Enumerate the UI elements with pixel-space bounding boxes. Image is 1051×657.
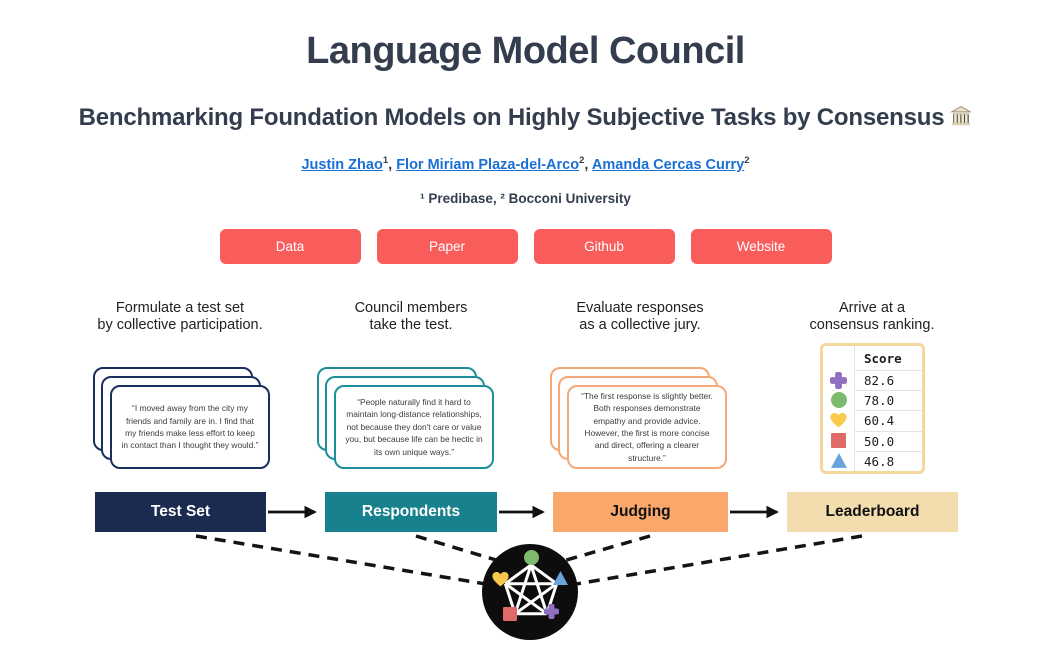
author-link[interactable]: Flor Miriam Plaza-del-Arco — [396, 156, 580, 173]
respondents-card-stack: “People naturally find it hard to mainta… — [317, 367, 497, 471]
author-separator: , — [388, 156, 397, 173]
leaderboard-row: 78.0 — [823, 390, 922, 411]
score-value: 60.4 — [854, 410, 922, 431]
author-superscript: 2 — [579, 155, 585, 166]
caption-line: consensus ranking. — [809, 316, 935, 333]
pipeline-box-judging: Judging — [553, 492, 728, 532]
leaderboard-header-row: Score — [823, 346, 922, 370]
github-button[interactable]: Github — [533, 229, 675, 264]
heart-icon — [492, 572, 509, 587]
pipeline-box-respondents: Respondents — [325, 492, 497, 532]
website-button[interactable]: Website — [690, 229, 832, 264]
step-caption-respondents: Council members take the test. — [281, 300, 541, 333]
caption-line: take the test. — [369, 316, 453, 333]
author: Justin Zhao1, — [301, 155, 397, 173]
judging-card-stack: “The first response is slightly better. … — [550, 367, 730, 471]
caption-line: as a collective jury. — [579, 316, 701, 333]
authors-line: Justin Zhao1, Flor Miriam Plaza-del-Arco… — [0, 155, 1051, 173]
circle-icon — [823, 390, 854, 410]
test-set-card-stack: “I moved away from the city my friends a… — [93, 367, 273, 471]
pipeline-box-test-set: Test Set — [95, 492, 266, 532]
author: Flor Miriam Plaza-del-Arco2, — [396, 155, 592, 173]
quote-text: “I moved away from the city my friends a… — [121, 403, 259, 451]
icon-column-header — [823, 346, 854, 370]
page-title: Language Model Council — [306, 30, 745, 72]
score-value: 46.8 — [854, 450, 922, 471]
affiliations: ¹ Predibase, ² Bocconi University — [420, 191, 631, 206]
quote-text: “People naturally find it hard to mainta… — [345, 397, 483, 457]
author-link[interactable]: Amanda Cercas Curry — [591, 156, 745, 173]
caption-line: Evaluate responses — [576, 300, 704, 316]
author-link[interactable]: Justin Zhao — [301, 156, 383, 173]
plus-icon — [823, 370, 854, 390]
pipeline-box-leaderboard: Leaderboard — [787, 492, 958, 532]
score-value: 50.0 — [854, 430, 922, 451]
quote-text: “The first response is slightly better. … — [581, 390, 713, 463]
caption-line: Arrive at a — [838, 300, 906, 316]
leaderboard-row: 50.0 — [823, 430, 922, 451]
caption-line: Formulate a test set — [115, 300, 245, 316]
score-value: 78.0 — [854, 390, 922, 411]
hub-dashed-link — [195, 534, 493, 587]
leaderboard-row: 82.6 — [823, 370, 922, 391]
leaderboard-table: Score 82.6 78.0 60.4 50.0 46.8 — [820, 343, 925, 474]
caption-line: Council members — [354, 300, 468, 316]
link-buttons-row: Data Paper Github Website — [0, 229, 1051, 264]
page-subtitle-text: Benchmarking Foundation Models on Highly… — [78, 104, 945, 131]
square-icon — [823, 431, 854, 451]
author-superscript: 2 — [744, 155, 750, 166]
quote-card-front: “I moved away from the city my friends a… — [110, 385, 270, 469]
quote-card-front: “People naturally find it hard to mainta… — [334, 385, 494, 469]
step-caption-test-set: Formulate a test set by collective parti… — [50, 300, 310, 333]
caption-line: by collective participation. — [97, 316, 263, 333]
leaderboard-row: 46.8 — [823, 450, 922, 471]
step-caption-judging: Evaluate responses as a collective jury. — [510, 300, 770, 333]
quote-card-front: “The first response is slightly better. … — [567, 385, 727, 469]
triangle-icon — [823, 451, 854, 471]
leaderboard-row: 60.4 — [823, 410, 922, 431]
author: Amanda Cercas Curry2 — [591, 155, 750, 173]
paper-button[interactable]: Paper — [376, 229, 518, 264]
heart-icon — [823, 410, 854, 430]
square-icon — [503, 607, 517, 621]
triangle-icon — [553, 571, 568, 585]
step-caption-leaderboard: Arrive at a consensus ranking. — [742, 300, 1002, 333]
score-column-header: Score — [854, 346, 922, 370]
page-subtitle: Benchmarking Foundation Models on Highly… — [0, 104, 1051, 134]
data-button[interactable]: Data — [219, 229, 361, 264]
score-value: 82.6 — [854, 370, 922, 391]
hub-dashed-link — [569, 534, 863, 587]
author-separator: , — [584, 156, 592, 173]
classical-building-icon — [950, 106, 973, 134]
plus-icon — [544, 604, 559, 619]
circle-icon — [524, 550, 539, 565]
author-superscript: 1 — [382, 155, 389, 166]
council-hub — [482, 544, 578, 640]
